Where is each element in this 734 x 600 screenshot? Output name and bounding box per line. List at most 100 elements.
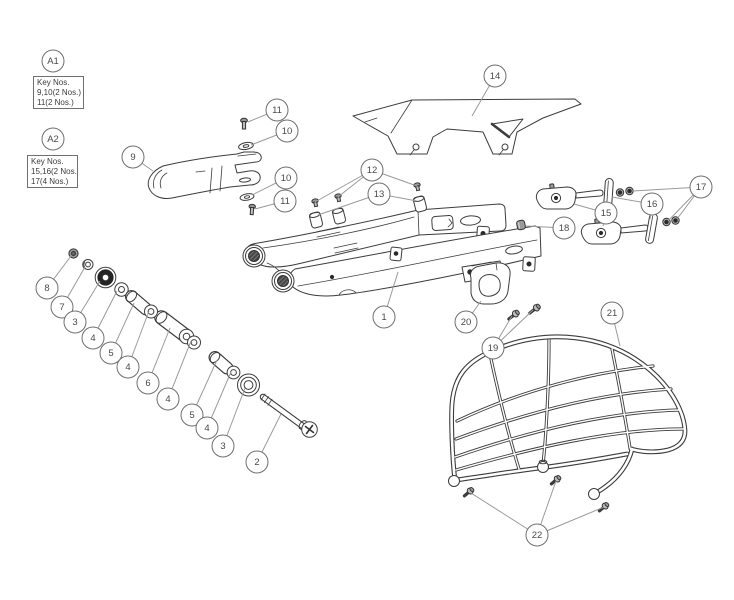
- callout-17: 17: [689, 175, 713, 199]
- callout-circle: [372, 305, 396, 329]
- callout-label: 10: [282, 126, 293, 137]
- carrier-spokes-fill: [490, 339, 631, 470]
- callout-circle: [640, 192, 664, 216]
- callout-label: 5: [108, 348, 113, 359]
- chain-adjuster-clevis-part9: [147, 151, 262, 199]
- callout-4: 4: [195, 416, 219, 440]
- carrier-foot-left: [448, 475, 460, 487]
- callout-label: 17: [696, 182, 707, 193]
- carrier-spokes: [489, 338, 632, 471]
- ring-inner: [182, 332, 191, 341]
- pivot-bolt-part2: [259, 393, 318, 438]
- leader-line-22: [470, 492, 538, 536]
- bearing-ring: [240, 376, 257, 394]
- callout-5: 5: [99, 341, 123, 365]
- callout-circle: [41, 127, 65, 151]
- washer-outer: [226, 365, 241, 380]
- pad-part13: [308, 211, 324, 229]
- bolt-part19: [528, 303, 541, 315]
- callout-label: A2: [47, 134, 59, 145]
- callout-4: 4: [81, 326, 105, 350]
- swingarm-plate-cutout: [431, 215, 454, 231]
- adjuster-eye-dot: [598, 230, 604, 236]
- callout-label: 4: [90, 333, 95, 344]
- nuts-part17: [615, 186, 680, 227]
- carrier-hub-cap: [538, 459, 548, 465]
- screw-shaft: [415, 185, 421, 192]
- bearing-bore: [243, 380, 254, 390]
- callout-circle: [156, 387, 180, 411]
- callout-label: 22: [532, 530, 543, 541]
- callout-2: 2: [245, 450, 269, 474]
- adjuster-eye-dot: [553, 195, 559, 201]
- callout-circle: [180, 403, 204, 427]
- chain-adjuster-part15-top: [535, 183, 604, 210]
- bolt-head: [604, 501, 610, 508]
- bearing-part3-upper: [94, 266, 117, 289]
- callout-circle: [275, 119, 299, 143]
- washer-inner: [243, 195, 251, 199]
- callout-label: 18: [559, 223, 570, 234]
- clevis-slot: [239, 177, 251, 183]
- screw-part12: [311, 198, 319, 208]
- washer-part10-top: [238, 141, 254, 151]
- seal-inner: [85, 261, 91, 268]
- cover-creases: [364, 99, 504, 156]
- pivot-bushing: [248, 250, 260, 262]
- washer-part4-d: [226, 365, 241, 380]
- callout-15: 15: [594, 201, 618, 225]
- callout-label: 1: [381, 312, 386, 323]
- bolt-thread-ticks: [260, 393, 273, 406]
- spacer-tubes-fill: [126, 291, 233, 374]
- key-note-box-a1: Key Nos. 9,10(2 Nos.) 11(2 Nos.): [33, 76, 84, 109]
- callout-circle: [265, 98, 289, 122]
- callout-18: 18: [552, 216, 576, 240]
- nut-hole: [673, 218, 678, 223]
- callout-5: 5: [180, 403, 204, 427]
- sleeve-part6-mouth: [155, 311, 168, 324]
- callout-circle: [63, 310, 87, 334]
- callout-balloons-layer: A1A2911101011141213118151617201921228734…: [35, 49, 713, 547]
- callout-circle: [41, 49, 65, 73]
- bolt-part22: [549, 474, 562, 486]
- plate-ridge: [647, 215, 654, 242]
- bolt-head: [535, 303, 541, 310]
- callout-label: 3: [72, 317, 77, 328]
- swingarm-near-details: [266, 226, 538, 296]
- callout-label: A1: [47, 56, 59, 67]
- callout-label: 2: [254, 457, 259, 468]
- callout-1: 1: [372, 305, 396, 329]
- phillips-icon: [304, 424, 315, 435]
- screw-shaft: [336, 196, 342, 203]
- key-note-box-a2: Key Nos. 15,16(2 Nos.) 17(4 Nos.): [27, 155, 78, 188]
- swingarm-tab-lower: [522, 256, 536, 272]
- callout-circle: [116, 355, 140, 379]
- callout-circle: [689, 175, 713, 199]
- callout-circle: [483, 64, 507, 88]
- callout-11: 11: [265, 98, 289, 122]
- key-note-line: Key Nos.: [31, 157, 64, 166]
- callout-10: 10: [274, 166, 298, 190]
- bolt-shaft-fill: [260, 394, 307, 430]
- callout-9: 9: [121, 145, 145, 169]
- callout-label: 16: [647, 199, 658, 210]
- bolt-head: [514, 309, 520, 316]
- screw-shaft: [313, 201, 319, 208]
- callout-label: 3: [220, 441, 225, 452]
- callout-7: 7: [50, 295, 74, 319]
- callout-6: 6: [136, 371, 160, 395]
- cap-highlight: [517, 222, 521, 229]
- callout-label: 4: [125, 362, 130, 373]
- bolt-part19: [507, 309, 520, 321]
- callout-label: 13: [374, 189, 385, 200]
- carrier-ribs-fill: [454, 365, 684, 471]
- spacer-part5-a-mouth: [125, 290, 138, 303]
- swingarm-tab-mid: [389, 246, 403, 262]
- callout-circle: [525, 523, 549, 547]
- callout-19: 19: [481, 336, 505, 360]
- clevis-body: [147, 151, 262, 199]
- pivot-tube-ring: [245, 247, 263, 265]
- spacer-part5-b-mouth: [209, 351, 221, 364]
- pad-top: [309, 211, 321, 218]
